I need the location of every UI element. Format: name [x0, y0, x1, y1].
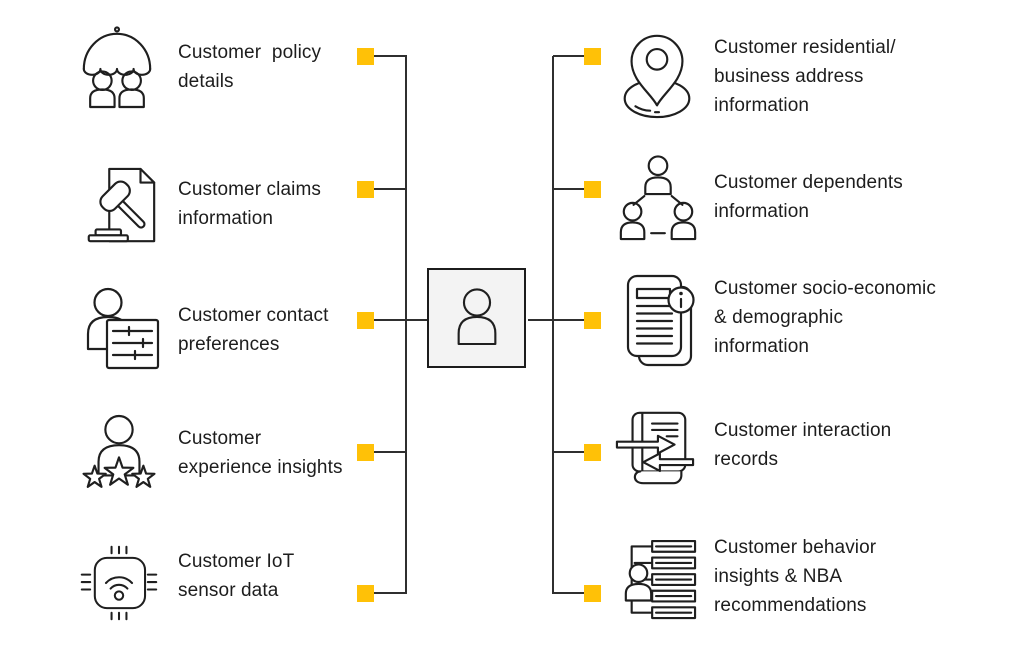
- behavior-list-icon: [619, 538, 697, 624]
- connector-line: [553, 188, 592, 190]
- item-label: Customer behavior insights & NBA recomme…: [714, 537, 877, 616]
- connector-line: [553, 592, 592, 594]
- item-label: Customer experience insights: [178, 428, 343, 478]
- connector-node: [357, 585, 374, 602]
- person-stars-icon: [81, 413, 157, 495]
- gavel-document-icon: [79, 164, 161, 248]
- umbrella-people-icon: [77, 25, 157, 109]
- contact-preferences-icon: [80, 286, 160, 370]
- person-icon: [449, 286, 505, 351]
- interaction-records-icon: [613, 407, 697, 489]
- connector-line: [366, 319, 427, 321]
- connector-node: [584, 48, 601, 65]
- right-spine-line: [552, 56, 554, 594]
- iot-chip-icon: [79, 540, 159, 626]
- connector-node: [357, 48, 374, 65]
- item-label: Customer interaction records: [714, 420, 892, 470]
- connector-line: [553, 55, 592, 57]
- connector-line: [366, 55, 407, 57]
- connector-line: [366, 188, 407, 190]
- item-label: Customer claims information: [178, 179, 321, 229]
- connector-node: [357, 444, 374, 461]
- connector-line: [528, 319, 592, 321]
- connector-node: [584, 181, 601, 198]
- connector-node: [357, 312, 374, 329]
- dependents-icon: [619, 153, 697, 241]
- left-spine-line: [405, 56, 407, 594]
- item-label: Customer dependents information: [714, 172, 903, 222]
- connector-line: [366, 592, 407, 594]
- document-info-icon: [615, 269, 695, 369]
- connector-node: [357, 181, 374, 198]
- item-label: Customer socio-economic & demographic in…: [714, 278, 936, 357]
- connector-node: [584, 444, 601, 461]
- location-pin-icon: [618, 29, 696, 121]
- connector-node: [584, 585, 601, 602]
- connector-line: [366, 451, 407, 453]
- connector-line: [553, 451, 592, 453]
- customer-center-box: [427, 268, 526, 368]
- item-label: Customer residential/ business address i…: [714, 37, 896, 116]
- item-label: Customer IoT sensor data: [178, 551, 295, 601]
- item-label: Customer policy details: [178, 42, 322, 92]
- connector-node: [584, 312, 601, 329]
- item-label: Customer contact preferences: [178, 305, 329, 355]
